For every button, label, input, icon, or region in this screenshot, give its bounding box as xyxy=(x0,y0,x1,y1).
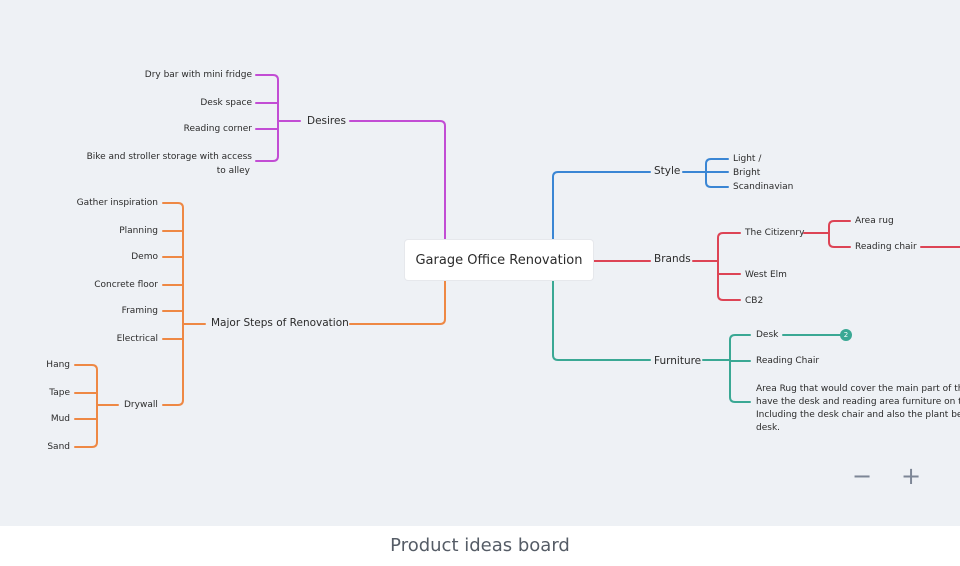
style-node[interactable]: Style xyxy=(654,165,681,177)
step-item[interactable]: Demo xyxy=(131,252,158,262)
step-item[interactable]: Electrical xyxy=(116,334,158,344)
citizenry-item[interactable]: Reading chair xyxy=(855,242,917,252)
desire-item[interactable]: Bike and stroller storage with access xyxy=(86,152,252,162)
step-item[interactable]: Framing xyxy=(121,306,158,316)
collapsed-children-badge[interactable]: 2 xyxy=(840,329,852,341)
furniture-desk[interactable]: Desk xyxy=(756,330,779,340)
step-item[interactable]: Planning xyxy=(119,226,158,236)
drywall-item[interactable]: Sand xyxy=(47,442,70,452)
desire-item[interactable]: Desk space xyxy=(200,98,252,108)
desire-item[interactable]: Reading corner xyxy=(183,124,252,134)
furniture-rug-line[interactable]: Area Rug that would cover the main part … xyxy=(756,384,960,394)
drywall-item[interactable]: Hang xyxy=(46,360,70,370)
mindmap-canvas[interactable]: Garage Office Renovation Desires Dry bar… xyxy=(0,0,960,526)
citizenry-item[interactable]: Area rug xyxy=(855,216,894,226)
style-item[interactable]: Light / xyxy=(733,154,762,164)
edge-root-furniture xyxy=(552,279,651,361)
edge-root-style xyxy=(552,171,651,241)
drywall-item[interactable]: Mud xyxy=(50,414,70,424)
root-node[interactable]: Garage Office Renovation xyxy=(405,240,593,280)
edge-style-bracket xyxy=(682,158,729,188)
drywall-node[interactable]: Drywall xyxy=(124,400,158,410)
style-item[interactable]: Bright xyxy=(733,168,761,178)
furniture-rug-line[interactable]: Including the desk chair and also the pl… xyxy=(756,410,960,420)
desires-node[interactable]: Desires xyxy=(307,115,346,127)
brands-node[interactable]: Brands xyxy=(654,253,691,265)
edge-steps-bracket xyxy=(162,202,206,406)
style-item[interactable]: Scandinavian xyxy=(733,182,794,192)
edge-root-desires xyxy=(349,120,446,241)
furniture-rug-line[interactable]: desk. xyxy=(756,423,781,433)
brand-item[interactable]: West Elm xyxy=(745,270,787,280)
steps-node[interactable]: Major Steps of Renovation xyxy=(211,317,349,329)
root-label: Garage Office Renovation xyxy=(415,252,583,268)
brand-citizenry[interactable]: The Citizenry xyxy=(745,228,805,238)
furniture-rug-line[interactable]: have the desk and reading area furniture… xyxy=(756,397,960,407)
drywall-item[interactable]: Tape xyxy=(49,388,70,398)
desire-item[interactable]: Dry bar with mini fridge xyxy=(144,70,252,80)
connector-lines xyxy=(74,74,960,448)
edge-citizenry-bracket xyxy=(803,220,960,248)
step-item[interactable]: Concrete floor xyxy=(94,280,158,290)
edge-furniture-bracket xyxy=(702,334,841,403)
zoom-in-button[interactable]: + xyxy=(901,462,922,490)
furniture-node[interactable]: Furniture xyxy=(654,355,702,367)
edge-desires-bracket xyxy=(255,74,301,162)
step-item[interactable]: Gather inspiration xyxy=(76,198,158,208)
board-caption: Product ideas board xyxy=(390,535,570,556)
desire-item-line2[interactable]: to alley xyxy=(216,166,250,176)
edge-brands-bracket xyxy=(692,232,741,301)
edge-root-steps xyxy=(349,279,446,325)
furniture-reading-chair[interactable]: Reading Chair xyxy=(756,356,820,366)
brand-item[interactable]: CB2 xyxy=(745,296,764,306)
edge-drywall-bracket xyxy=(74,364,119,448)
zoom-out-button[interactable]: − xyxy=(852,462,873,490)
